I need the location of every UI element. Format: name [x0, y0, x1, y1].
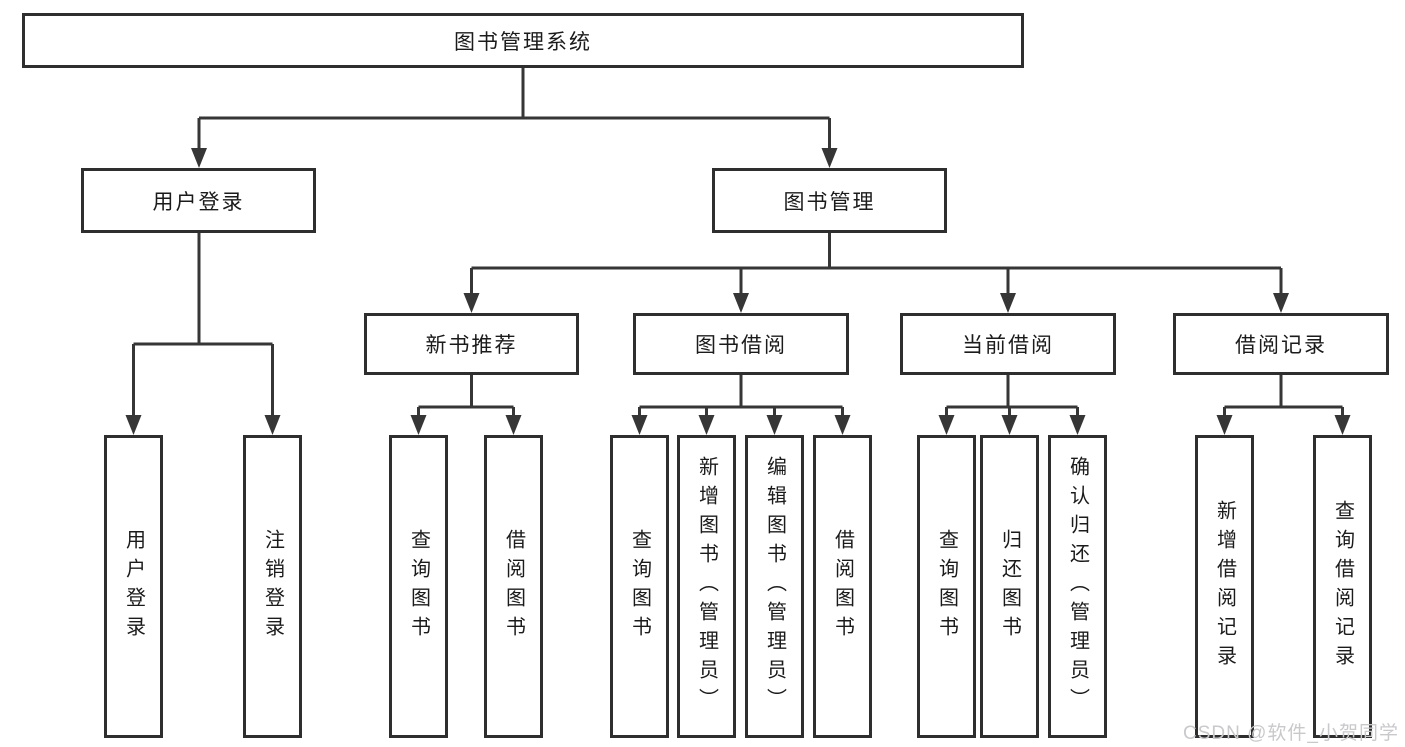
node-library-management-system-label: 图书管理系统: [454, 30, 592, 54]
leaf-current-confirm-return-admin-label: 确认归还（管理员）: [1066, 456, 1089, 717]
leaf-records-add-record-label: 新增借阅记录: [1213, 499, 1236, 674]
leaf-records-add-record: 新增借阅记录: [1195, 435, 1254, 738]
node-borrow-records-label: 借阅记录: [1235, 334, 1327, 357]
leaf-newbook-borrow-books-label: 借阅图书: [502, 528, 525, 645]
leaf-borrow-borrow-books-label: 借阅图书: [831, 528, 854, 645]
watermark: CSDN @软件_小贺同学: [1183, 723, 1399, 744]
arrowhead-icon: [766, 415, 783, 435]
arrowhead-icon: [1334, 415, 1351, 435]
arrowhead-icon: [125, 415, 142, 435]
arrowhead-icon: [631, 415, 648, 435]
leaf-borrow-query-books: 查询图书: [610, 435, 669, 738]
leaf-records-query-record: 查询借阅记录: [1313, 435, 1372, 738]
connector-path: [945, 375, 1079, 421]
arrowhead-icon: [1069, 415, 1086, 435]
arrowhead-icon: [733, 293, 749, 313]
arrowhead-icon: [1000, 293, 1016, 313]
leaf-borrow-add-books-admin-label: 新增图书（管理员）: [695, 456, 718, 717]
leaf-records-query-record-label: 查询借阅记录: [1331, 499, 1354, 674]
connector-path: [470, 233, 1283, 299]
leaf-current-return-books: 归还图书: [980, 435, 1039, 738]
node-user-login: 用户登录: [81, 168, 316, 233]
node-book-management-label: 图书管理: [783, 190, 876, 214]
node-book-borrow-label: 图书借阅: [695, 334, 787, 357]
arrowhead-icon: [1273, 293, 1289, 313]
arrowhead-icon: [821, 148, 838, 168]
arrowhead-icon: [698, 415, 715, 435]
leaf-borrow-edit-books-admin: 编辑图书（管理员）: [745, 435, 804, 738]
leaf-newbook-query-books: 查询图书: [389, 435, 448, 738]
node-current-borrow-label: 当前借阅: [962, 334, 1054, 357]
leaf-borrow-add-books-admin: 新增图书（管理员）: [677, 435, 736, 738]
node-library-management-system: 图书管理系统: [22, 13, 1024, 68]
arrowhead-icon: [1216, 415, 1233, 435]
connector-path: [132, 233, 274, 421]
leaf-current-return-books-label: 归还图书: [998, 528, 1021, 645]
leaf-current-confirm-return-admin: 确认归还（管理员）: [1048, 435, 1107, 738]
arrowhead-icon: [410, 415, 427, 435]
node-current-borrow: 当前借阅: [900, 313, 1116, 375]
connector-path: [638, 375, 844, 421]
connector-path: [197, 68, 831, 154]
leaf-logout: 注销登录: [243, 435, 302, 738]
leaf-user-login-label: 用户登录: [122, 528, 145, 645]
arrowhead-icon: [938, 415, 955, 435]
connector-path: [1223, 375, 1344, 421]
leaf-current-query-books-label: 查询图书: [935, 528, 958, 645]
leaf-borrow-edit-books-admin-label: 编辑图书（管理员）: [763, 456, 786, 717]
arrowhead-icon: [264, 415, 281, 435]
leaf-borrow-borrow-books: 借阅图书: [813, 435, 872, 738]
leaf-logout-label: 注销登录: [261, 528, 284, 645]
arrowhead-icon: [1001, 415, 1018, 435]
leaf-newbook-borrow-books: 借阅图书: [484, 435, 543, 738]
node-book-borrow: 图书借阅: [633, 313, 849, 375]
arrowhead-icon: [834, 415, 851, 435]
node-user-login-label: 用户登录: [152, 190, 245, 214]
node-new-book-recommend-label: 新书推荐: [425, 334, 518, 357]
leaf-newbook-query-books-label: 查询图书: [407, 528, 430, 645]
arrowhead-icon: [463, 293, 480, 313]
connector-path: [417, 375, 515, 421]
leaf-borrow-query-books-label: 查询图书: [628, 528, 651, 645]
node-new-book-recommend: 新书推荐: [364, 313, 579, 375]
node-book-management: 图书管理: [712, 168, 947, 233]
arrowhead-icon: [191, 148, 207, 168]
node-borrow-records: 借阅记录: [1173, 313, 1389, 375]
leaf-user-login: 用户登录: [104, 435, 163, 738]
arrowhead-icon: [505, 415, 522, 435]
leaf-current-query-books: 查询图书: [917, 435, 976, 738]
